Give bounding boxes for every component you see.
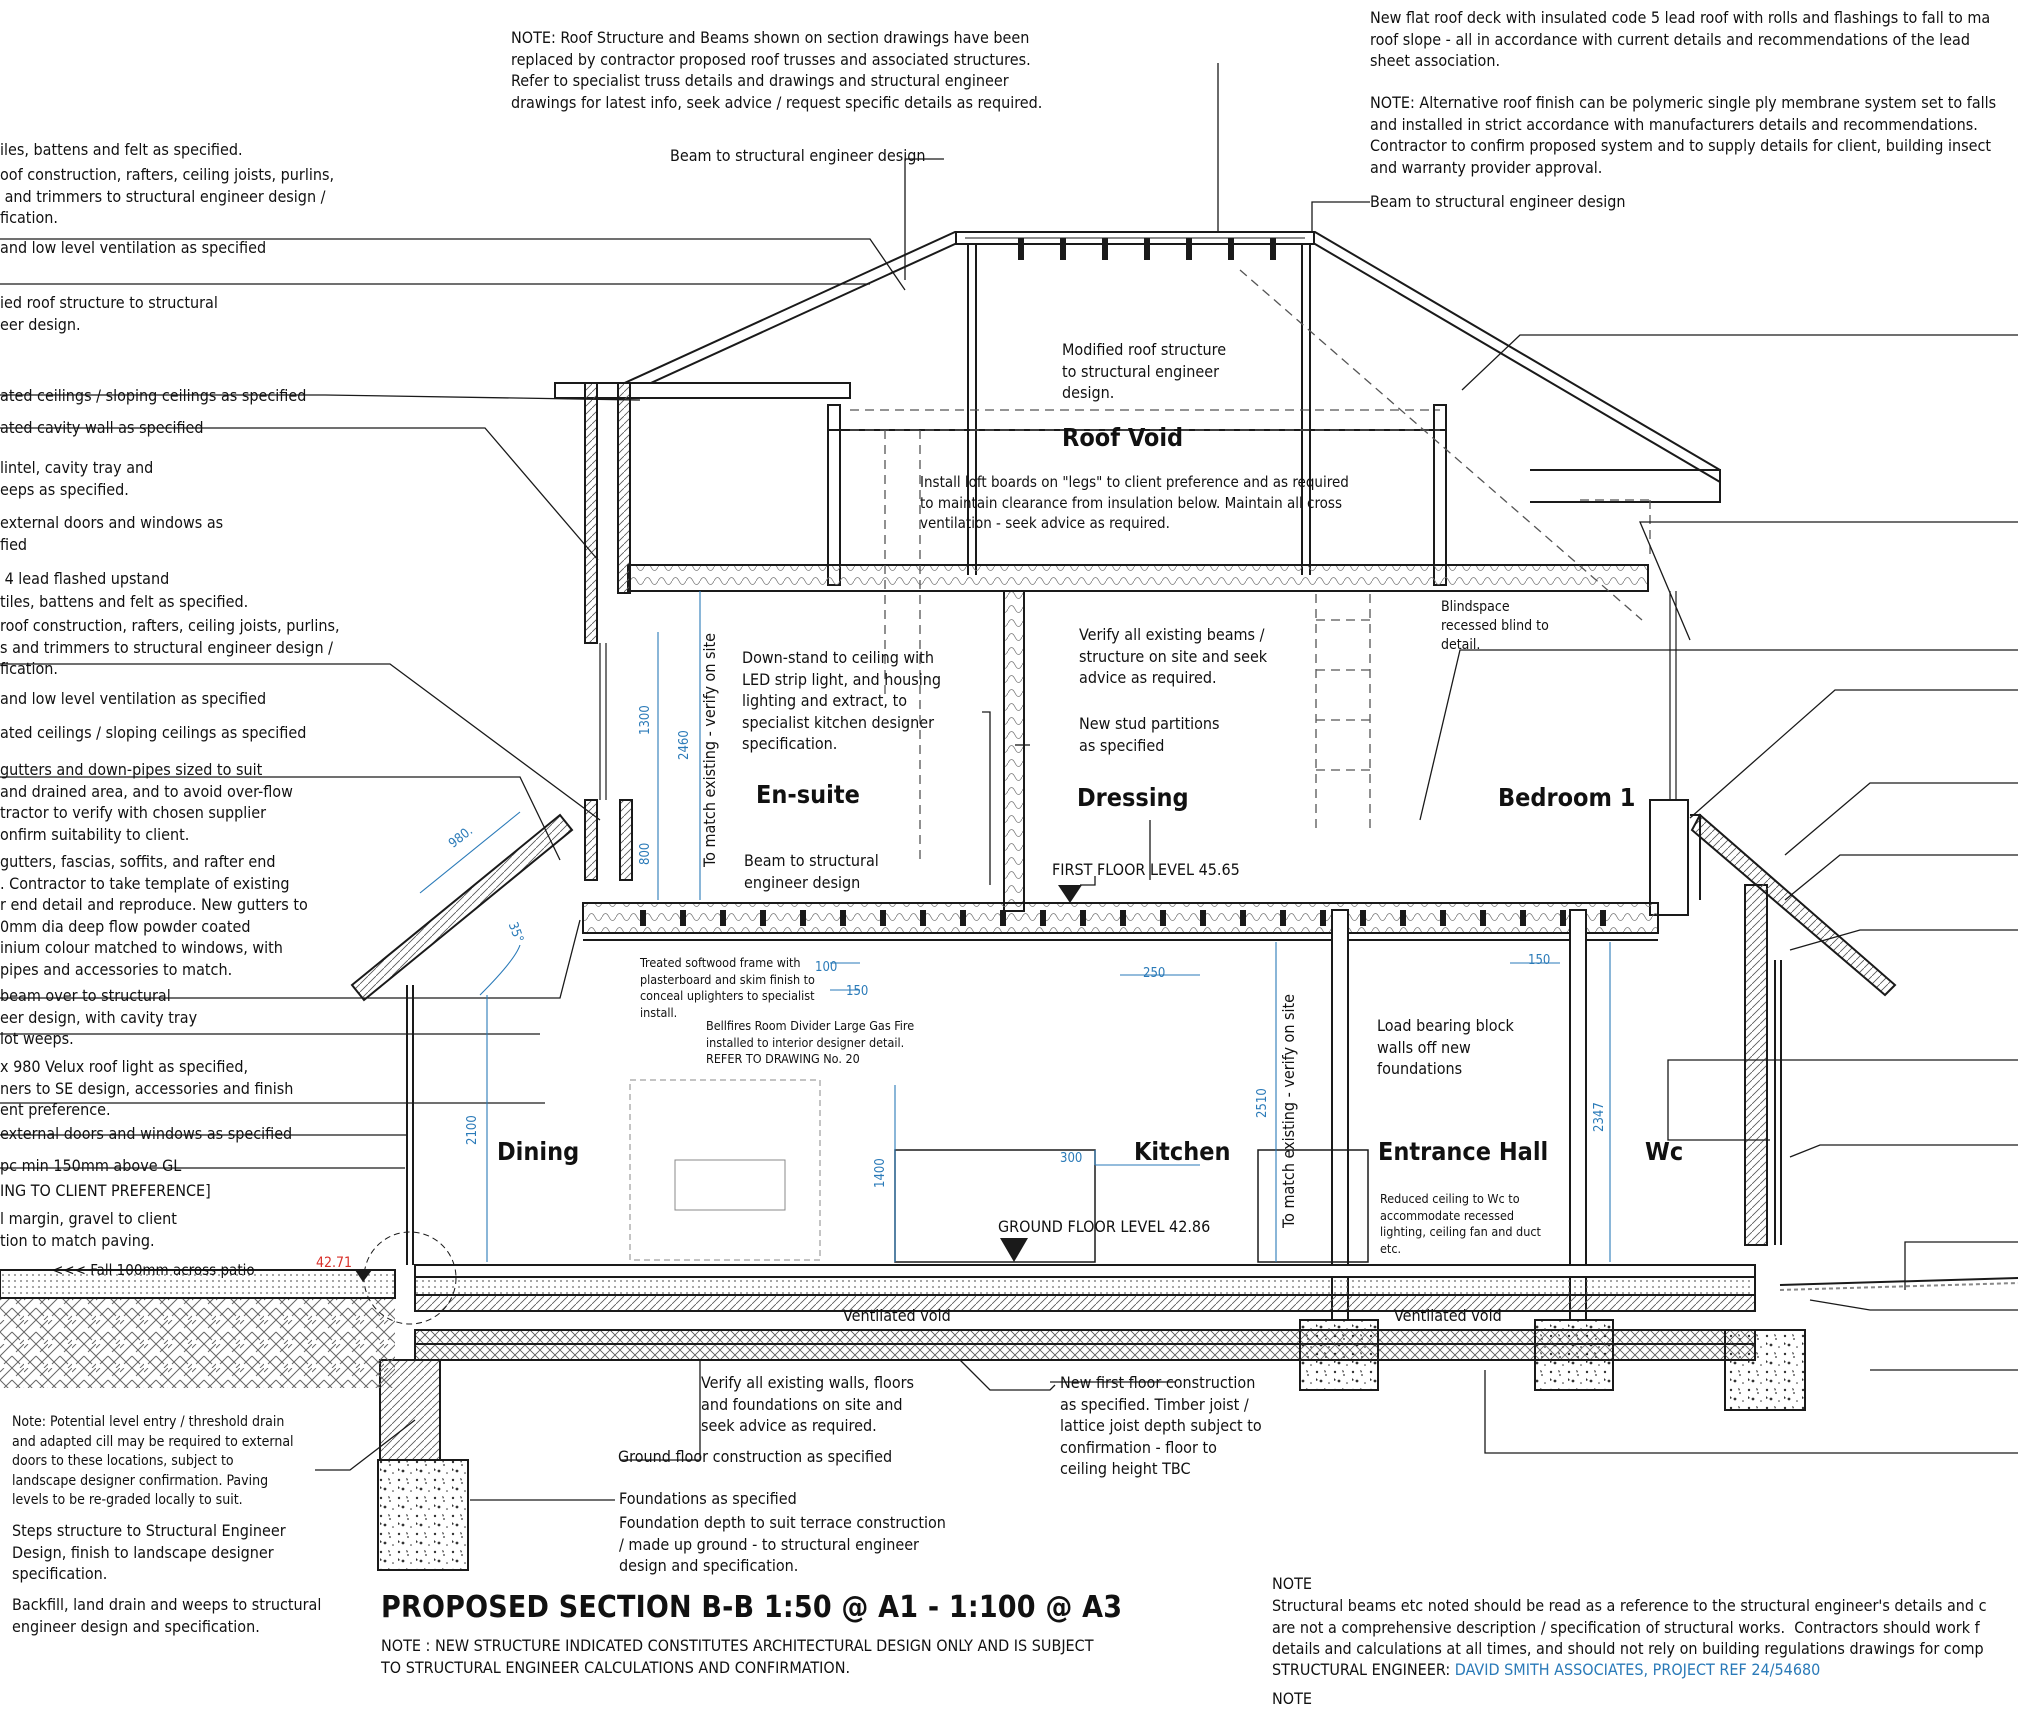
- ventilated-void-2: Ventilated void: [1394, 1306, 1502, 1325]
- left-note-3: ied roof structure to structural eer des…: [0, 293, 218, 334]
- fall-note: <<< Fall 100mm across patio: [52, 1261, 255, 1279]
- drawing-subtitle: NOTE : NEW STRUCTURE INDICATED CONSTITUT…: [381, 1636, 1094, 1677]
- structural-engineer-label: STRUCTURAL ENGINEER:: [1272, 1660, 1455, 1679]
- load-bearing-note: Load bearing block walls off new foundat…: [1377, 1016, 1514, 1078]
- walls: [0, 382, 2018, 1571]
- downstand-note: Down-stand to ceiling with LED strip lig…: [742, 648, 942, 753]
- room-en-suite: En-suite: [756, 780, 860, 809]
- left-note-15: beam over to structural eer design, with…: [0, 986, 198, 1048]
- level-markers: [355, 885, 1082, 1325]
- foundation-depth-note: Foundation depth to suit terrace constru…: [619, 1513, 946, 1575]
- bellfires-note: Bellfires Room Divider Large Gas Fire in…: [706, 1018, 915, 1066]
- left-note-11: and low level ventilation as specified: [0, 689, 267, 708]
- dim-2100: 2100: [465, 1115, 480, 1145]
- first-floor-construction-note: New first floor construction as specifie…: [1060, 1373, 1262, 1478]
- level-entry-note: Note: Potential level entry / threshold …: [12, 1414, 294, 1508]
- dim-150-b: 150: [1528, 953, 1551, 968]
- left-note-6: lintel, cavity tray and eeps as specifie…: [0, 458, 154, 499]
- dim-2460: 2460: [677, 730, 692, 760]
- loft-boards-note: Install loft boards on "legs" to client …: [920, 473, 1349, 532]
- room-entrance-hall: Entrance Hall: [1378, 1137, 1549, 1166]
- left-note-7: external doors and windows as fied: [0, 513, 224, 554]
- structural-note-cut: NOTE: [1272, 1689, 1312, 1708]
- left-note-1: oof construction, rafters, ceiling joist…: [0, 165, 335, 227]
- roof-structure: [554, 231, 1721, 860]
- left-note-17: external doors and windows as specified: [0, 1124, 293, 1143]
- blindspace-note: Blindspace recessed blind to detail.: [1441, 599, 1549, 653]
- left-note-14: gutters, fascias, soffits, and rafter en…: [0, 852, 308, 979]
- dim-250: 250: [1143, 966, 1166, 981]
- ground-floor-construction-note: Ground floor construction as specified: [618, 1447, 893, 1466]
- alt-roof-note: NOTE: Alternative roof finish can be pol…: [1370, 93, 1997, 177]
- room-wc: Wc: [1645, 1137, 1684, 1166]
- leader-lines: [0, 63, 2018, 1501]
- ground-floor-level: GROUND FLOOR LEVEL 42.86: [998, 1217, 1211, 1236]
- left-note-2: and low level ventilation as specified: [0, 238, 267, 257]
- left-note-10: roof construction, rafters, ceiling jois…: [0, 616, 340, 678]
- modified-roof-note: Modified roof structure to structural en…: [1062, 340, 1227, 402]
- dim-150-a: 150: [846, 984, 869, 999]
- left-note-18: pc min 150mm above GL: [0, 1156, 182, 1175]
- flat-roof-note: New flat roof deck with insulated code 5…: [1370, 8, 1991, 70]
- left-note-0: iles, battens and felt as specified.: [0, 140, 243, 159]
- left-note-8: 4 lead flashed upstand: [0, 569, 170, 588]
- ventilated-void-1: Ventilated void: [843, 1306, 951, 1325]
- dim-300: 300: [1060, 1151, 1083, 1166]
- foundations-note: Foundations as specified: [619, 1489, 797, 1508]
- left-note-20: l margin, gravel to client tion to match…: [0, 1209, 177, 1250]
- beam-struct-note: Beam to structural engineer design: [744, 851, 879, 892]
- beam-note-right: Beam to structural engineer design: [1370, 192, 1626, 211]
- left-note-13: gutters and down-pipes sized to suit and…: [0, 760, 293, 844]
- drawing-title: PROPOSED SECTION B-B 1:50 @ A1 - 1:100 @…: [381, 1590, 1123, 1625]
- room-roof-void: Roof Void: [1062, 423, 1184, 452]
- first-floor-level: FIRST FLOOR LEVEL 45.65: [1052, 860, 1240, 879]
- match-existing-upper: To match existing - verify on site: [700, 632, 719, 867]
- left-note-4: ated ceilings / sloping ceilings as spec…: [0, 386, 307, 405]
- verify-beams-note: Verify all existing beams / structure on…: [1079, 625, 1268, 687]
- left-note-12: ated ceilings / sloping ceilings as spec…: [0, 723, 307, 742]
- structural-engineer-link[interactable]: DAVID SMITH ASSOCIATES, PROJECT REF 24/5…: [1454, 1660, 1821, 1679]
- left-note-9: tiles, battens and felt as specified.: [0, 592, 249, 611]
- room-dressing: Dressing: [1077, 783, 1189, 812]
- dimension-lines: [419, 591, 1611, 1262]
- backfill-note: Backfill, land drain and weeps to struct…: [12, 1595, 322, 1636]
- reduced-ceiling-note: Reduced ceiling to Wc to accommodate rec…: [1380, 1191, 1541, 1256]
- dim-2510: 2510: [1255, 1088, 1270, 1118]
- structural-engineer-line: STRUCTURAL ENGINEER: DAVID SMITH ASSOCIA…: [1272, 1659, 1820, 1681]
- match-existing-lower: To match existing - verify on site: [1279, 993, 1298, 1228]
- verify-walls-note: Verify all existing walls, floors and fo…: [701, 1373, 915, 1435]
- steps-note: Steps structure to Structural Engineer D…: [12, 1521, 286, 1583]
- room-bedroom: Bedroom 1: [1498, 783, 1636, 812]
- dim-2347: 2347: [1592, 1102, 1607, 1132]
- structural-note-body: Structural beams etc noted should be rea…: [1272, 1596, 1987, 1658]
- stud-note: New stud partitions as specified: [1079, 714, 1220, 755]
- left-note-19: ING TO CLIENT PREFERENCE]: [0, 1181, 211, 1200]
- external-level: 42.71: [316, 1255, 353, 1271]
- room-kitchen: Kitchen: [1134, 1137, 1231, 1166]
- dim-1400: 1400: [873, 1158, 888, 1188]
- beam-note-left: Beam to structural engineer design: [670, 146, 926, 165]
- dim-800: 800: [638, 842, 653, 865]
- treated-frame-note: Treated softwood frame with plasterboard…: [640, 955, 815, 1020]
- roof-structure-note: NOTE: Roof Structure and Beams shown on …: [511, 28, 1043, 112]
- left-note-16: x 980 Velux roof light as specified, ner…: [0, 1057, 294, 1119]
- dim-100: 100: [815, 960, 838, 975]
- left-note-5: ated cavity wall as specified: [0, 418, 204, 437]
- room-dining: Dining: [497, 1137, 580, 1166]
- structural-note-head: NOTE: [1272, 1574, 1312, 1593]
- dim-1300: 1300: [638, 705, 653, 735]
